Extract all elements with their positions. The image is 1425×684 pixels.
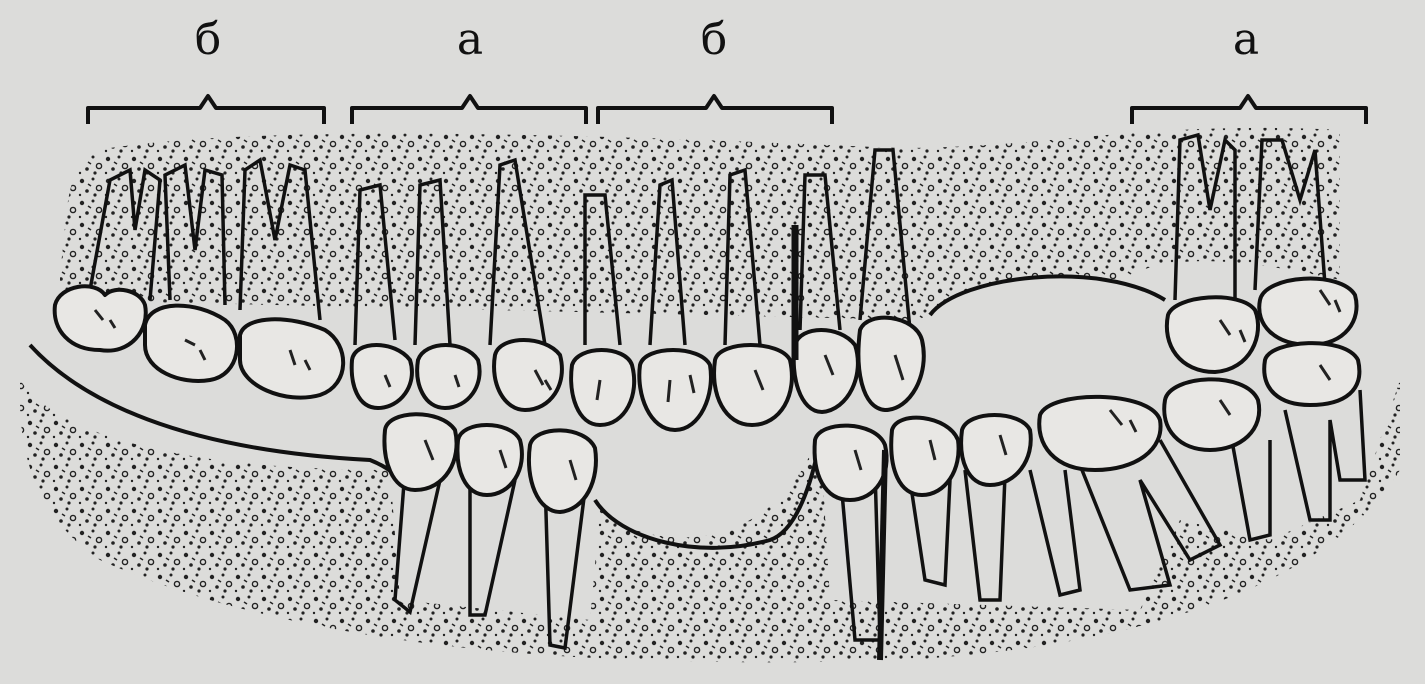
bracket-3 bbox=[598, 96, 832, 124]
upper-canine-right bbox=[858, 318, 923, 410]
upper-premolar-2 bbox=[417, 345, 479, 408]
bracket-2 bbox=[352, 96, 586, 124]
bracket-4 bbox=[1132, 96, 1366, 124]
upper-incisor-2 bbox=[639, 350, 711, 430]
lower-incisor-1 bbox=[815, 426, 887, 500]
upper-incisor-1 bbox=[571, 350, 634, 425]
lower-molar-2 bbox=[1164, 379, 1259, 450]
lower-incisor-2 bbox=[891, 418, 958, 495]
upper-incisor-3 bbox=[714, 345, 792, 425]
upper-canine bbox=[494, 340, 562, 410]
upper-molar-right-1 bbox=[1167, 297, 1258, 372]
bracket-1 bbox=[88, 96, 324, 124]
upper-premolar-1 bbox=[352, 345, 412, 408]
lower-molar-1 bbox=[1039, 397, 1160, 470]
lower-incisor-3 bbox=[961, 415, 1031, 485]
lower-canine bbox=[529, 430, 596, 512]
upper-molar-right-2 bbox=[1259, 279, 1356, 345]
upper-incisor-4 bbox=[794, 330, 858, 412]
upper-molar-right-3 bbox=[1264, 343, 1359, 405]
lower-premolar-1 bbox=[384, 414, 456, 490]
bracket-group bbox=[88, 96, 1366, 124]
lower-premolar-2 bbox=[457, 425, 521, 495]
